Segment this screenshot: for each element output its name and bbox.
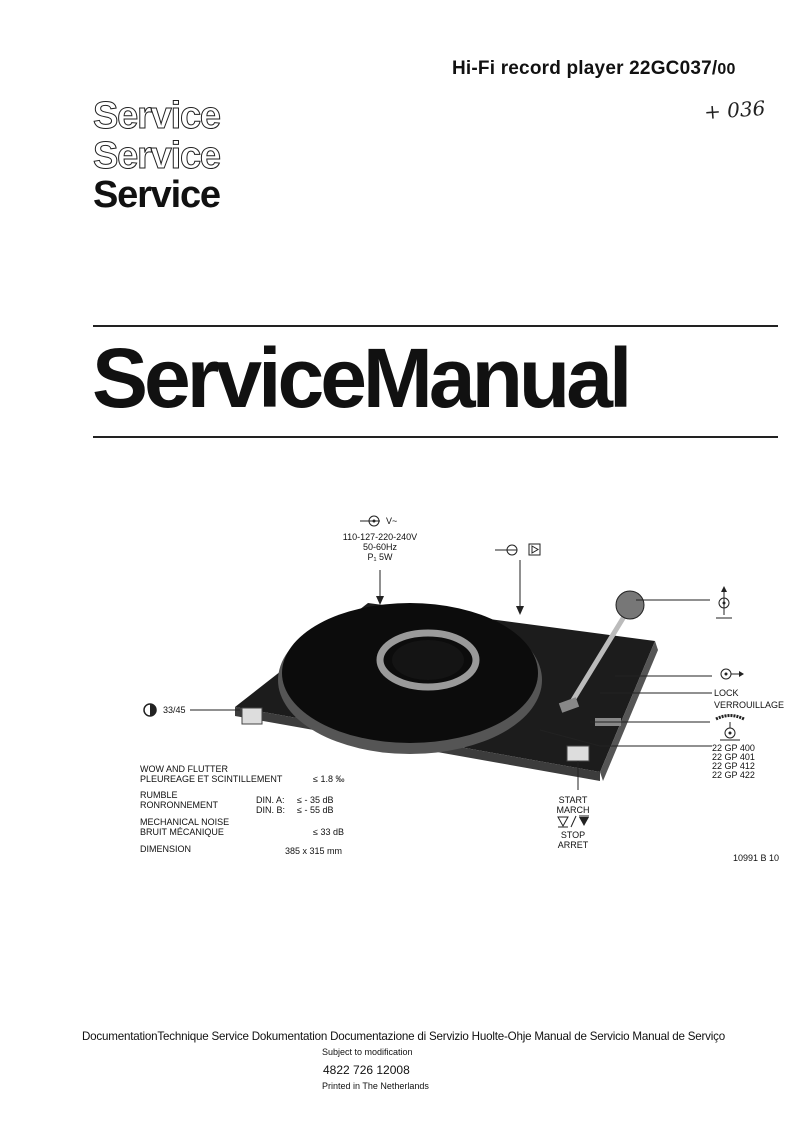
- cartridge-2: 22 GP 401: [712, 752, 755, 762]
- stop-label: STOP: [560, 830, 586, 840]
- service-manual-title: ServiceManual: [92, 331, 632, 425]
- speed-selector: [241, 707, 263, 725]
- tonearm-counterweight: [615, 590, 645, 620]
- cartridge-3: 22 GP 412: [712, 761, 755, 771]
- footer-subject: Subject to modification: [322, 1047, 413, 1057]
- title-rule-bottom: [93, 436, 778, 438]
- start-label-fr: MARCH: [556, 805, 590, 815]
- stop-label-fr: ARRET: [557, 840, 589, 850]
- spec-wow-label-fr: PLEUREAGE ET SCINTILLEMENT: [140, 774, 283, 784]
- document-title-text: Hi-Fi record player 22GC037/: [452, 58, 718, 79]
- speed-icon: [143, 703, 157, 717]
- spec-rumble-condition-b: DIN. B:: [256, 805, 286, 815]
- tonearm: [567, 613, 628, 707]
- lock-label-fr: VERROUILLAGE: [714, 700, 785, 710]
- signal-output-icon: [495, 543, 541, 556]
- power-input-icon: [360, 515, 380, 527]
- height-adjust-icon: [716, 586, 732, 619]
- start-stop-icon: [557, 815, 589, 828]
- document-title: Hi-Fi record player 22GC037/00: [452, 58, 736, 80]
- footer-printed: Printed in The Netherlands: [322, 1081, 429, 1091]
- arm-output-icon: [720, 668, 744, 680]
- cartridge-1: 22 GP 400: [712, 743, 755, 753]
- footer-part-number: 4822 726 12008: [323, 1063, 410, 1077]
- document-title-suffix: 00: [717, 61, 736, 78]
- start-label: START: [558, 795, 588, 805]
- spec-dimension-label: DIMENSION: [140, 844, 192, 854]
- record-label-ring: [376, 629, 480, 691]
- service-logo-line-2: Service: [93, 135, 222, 177]
- power-rating: P₁ 5W: [367, 552, 393, 562]
- cartridge-4: 22 GP 422: [712, 770, 755, 780]
- spec-wow-value: ≤ 1.8 ‰: [313, 774, 345, 784]
- speed-label: 33/45: [163, 705, 186, 715]
- title-rule-top: [93, 325, 778, 327]
- spec-rumble-value-a: ≤ - 35 dB: [297, 795, 334, 805]
- spec-noise-value: ≤ 33 dB: [313, 827, 344, 837]
- spec-rumble-value-b: ≤ - 55 dB: [297, 805, 334, 815]
- power-voltages: 110-127-220-240V: [342, 532, 418, 542]
- spec-noise-label-fr: BRUIT MÉCANIQUE: [140, 827, 224, 837]
- spec-rumble-label-fr: RONRONNEMENT: [140, 800, 218, 810]
- spec-noise-label-en: MECHANICAL NOISE: [140, 817, 230, 827]
- spec-rumble-condition-a: DIN. A:: [256, 795, 285, 805]
- spec-rumble-label-en: RUMBLE: [140, 790, 178, 800]
- power-voltage-symbol: V~: [386, 516, 398, 526]
- figure-code: 10991 B 10: [733, 853, 780, 863]
- tonearm-headshell: [558, 697, 580, 713]
- lock-label: LOCK: [714, 688, 739, 698]
- spec-dimension-value: 385 x 315 mm: [285, 846, 343, 856]
- spec-wow-label-en: WOW AND FLUTTER: [140, 764, 228, 774]
- power-frequency: 50-60Hz: [362, 542, 398, 552]
- stylus-pressure-icon: [715, 714, 745, 741]
- service-logo-line-1: Service: [93, 95, 222, 137]
- start-stop-button: [566, 745, 590, 762]
- service-logo-line-3: Service: [93, 174, 221, 216]
- record-label: [392, 640, 464, 680]
- footer-languages: DocumentationTechnique Service Dokumenta…: [82, 1030, 725, 1043]
